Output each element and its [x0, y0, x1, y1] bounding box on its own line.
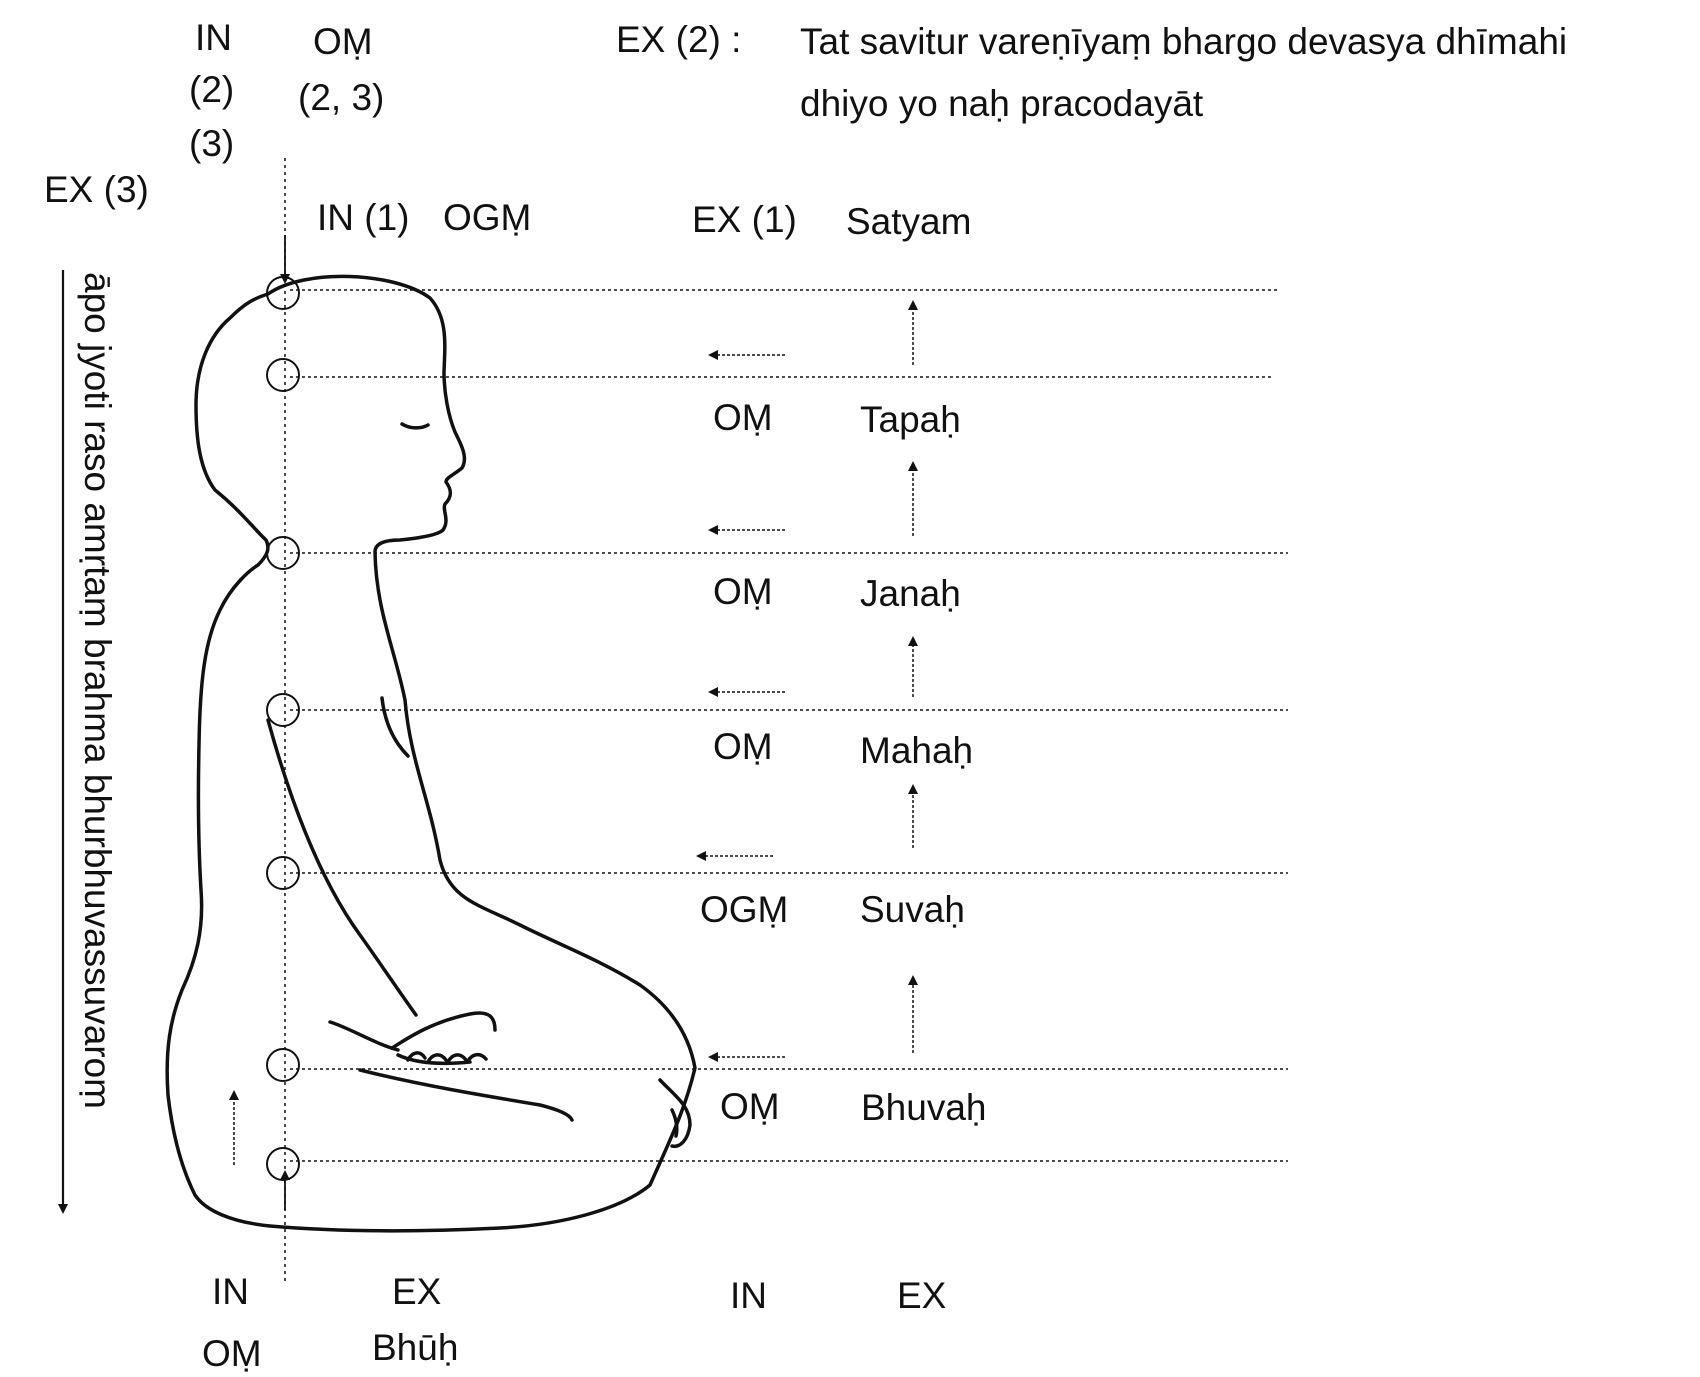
ascending-arrows	[229, 300, 918, 1165]
chakra-circle	[266, 536, 300, 570]
inward-arrows	[696, 350, 785, 1062]
level-world: Suvaḥ	[860, 889, 965, 930]
level-syllable: OṂ	[720, 1086, 780, 1127]
world-satyam: Satyam	[846, 201, 972, 242]
chakra-circle	[266, 1147, 300, 1181]
om-label-top: OṂ	[313, 21, 373, 62]
ex2-label: EX (2) :	[616, 19, 742, 60]
ex3-label: EX (3)	[44, 169, 149, 210]
in-number-3: (3)	[189, 123, 235, 164]
in-label-bottom-left: IN	[212, 1271, 249, 1312]
in-label-bottom-right: IN	[730, 1275, 767, 1316]
gayatri-line-1: Tat savitur vareṇīyaṃ bhargo devasya dhī…	[800, 21, 1568, 62]
chakra-circles	[266, 276, 300, 1181]
chakra-circle	[266, 358, 300, 392]
chakra-circle	[266, 693, 300, 727]
om-label-bottom: OṂ	[202, 1333, 262, 1374]
om-numbers: (2, 3)	[298, 77, 385, 118]
ex-label-bottom-mid: EX	[392, 1271, 442, 1312]
vertical-mantra: āpo jyoti raso amṛtaṃ brahma bhurbhuvass…	[77, 272, 118, 1109]
ex1-label: EX (1)	[692, 199, 797, 240]
chakra-circle	[266, 856, 300, 890]
gayatri-line-2: dhiyo yo naḥ pracodayāt	[800, 83, 1204, 124]
level-world: Bhuvaḥ	[861, 1087, 987, 1128]
ex-label-bottom-right: EX	[897, 1275, 947, 1316]
seated-figure	[165, 274, 697, 1233]
level-syllable: OṂ	[713, 726, 773, 767]
level-lines	[290, 289, 1288, 1162]
level-world: Tapaḥ	[860, 399, 961, 440]
level-syllable: OṂ	[713, 397, 773, 438]
ogm-label-top: OGṂ	[443, 197, 532, 238]
level-world: Mahaḥ	[860, 730, 974, 771]
in1-label: IN (1)	[317, 197, 410, 238]
in-label-top: IN	[195, 17, 232, 58]
level-world: Janaḥ	[860, 573, 961, 614]
level-syllable: OGṂ	[700, 889, 789, 930]
in-number-2: (2)	[189, 69, 235, 110]
level-syllable: OṂ	[713, 571, 773, 612]
chakra-circle	[266, 276, 300, 310]
world-bhuh: Bhūḥ	[372, 1327, 459, 1368]
chakra-circle	[266, 1048, 300, 1082]
